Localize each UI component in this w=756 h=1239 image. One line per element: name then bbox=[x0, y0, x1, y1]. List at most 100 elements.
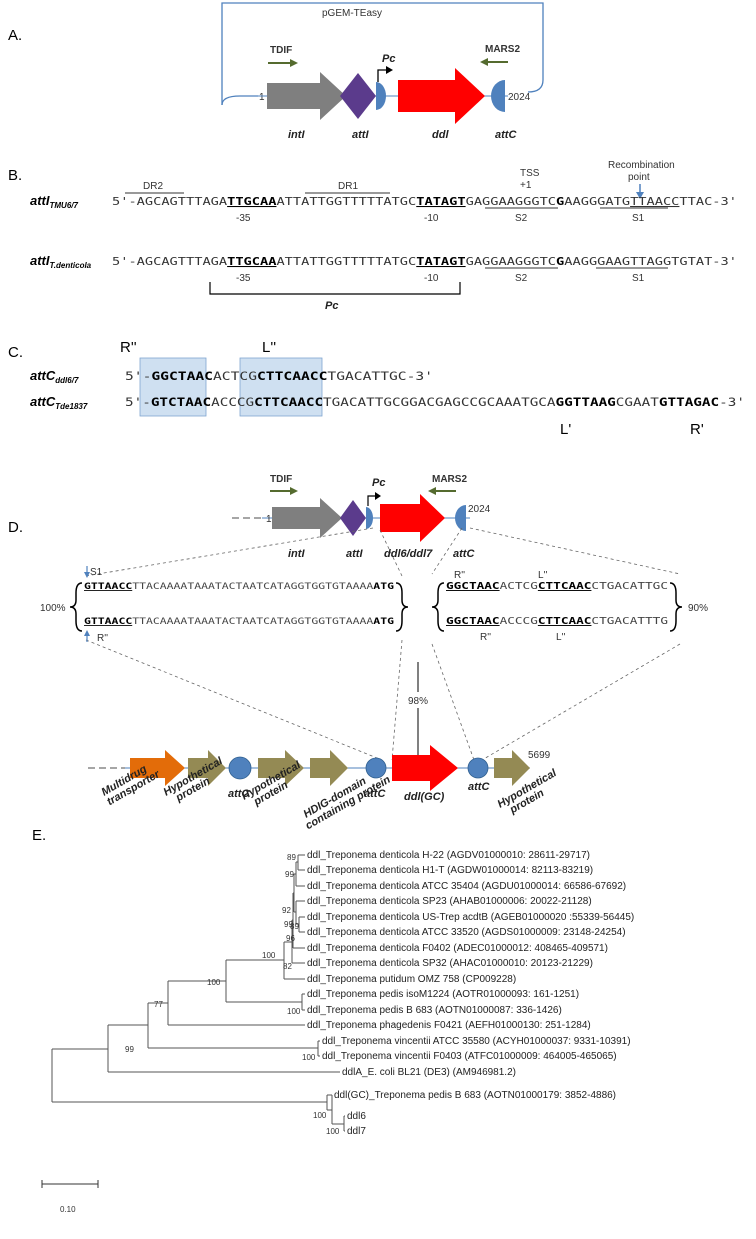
s2-label-2: S2 bbox=[515, 273, 528, 284]
vector-name: pGEM-TEasy bbox=[322, 8, 382, 19]
plus1-label: +1 bbox=[520, 180, 532, 191]
d-left-open-brace bbox=[69, 582, 83, 632]
ddl-gene-arrow bbox=[398, 68, 485, 124]
taxon-6: ddl_Treponema denticola ATCC 33520 (AGDS… bbox=[307, 927, 626, 938]
primer-tdif-label: TDIF bbox=[270, 45, 292, 56]
l2-label: L'' bbox=[262, 339, 276, 356]
hypothetical-protein-arrow-1 bbox=[188, 750, 226, 786]
bootstrap-6: 96 bbox=[286, 934, 295, 943]
s1-label-1: S1 bbox=[632, 213, 645, 224]
taxon-8: ddl_Treponema denticola SP32 (AHAC010000… bbox=[307, 958, 593, 969]
intI-gene-arrow bbox=[267, 72, 346, 120]
taxon-7: ddl_Treponema denticola F0402 (ADEC01000… bbox=[307, 943, 608, 954]
taxon-12: ddl_Treponema phagedenis F0421 (AEFH0100… bbox=[307, 1020, 591, 1031]
taxon-9: ddl_Treponema putidum OMZ 758 (CP009228) bbox=[307, 974, 516, 985]
attC-circle-2 bbox=[365, 757, 387, 779]
taxon-15: ddlA_E. coli BL21 (DE3) (AM946981.2) bbox=[342, 1067, 516, 1078]
d-ddl6-ddl7-arrow bbox=[380, 494, 445, 542]
label-attC-1: attC bbox=[228, 788, 250, 800]
d-intI-arrow bbox=[272, 498, 342, 538]
panel-a-label: A. bbox=[8, 27, 22, 44]
d-gene-attC: attC bbox=[453, 548, 475, 560]
bootstrap-7: 100 bbox=[262, 951, 276, 960]
primer-tdif-arrow bbox=[268, 59, 298, 67]
pc-bracket-label: Pc bbox=[325, 300, 338, 312]
d-primer-tdif-label: TDIF bbox=[270, 474, 292, 485]
recombination-arrow bbox=[636, 184, 644, 199]
d-r2-arrow bbox=[84, 630, 90, 642]
ddl-gc-arrow bbox=[392, 745, 458, 791]
seq2-name: attIT.denticola bbox=[30, 253, 92, 270]
d-pos-start: 1 bbox=[266, 514, 272, 525]
pos-end-label: 2024 bbox=[508, 92, 531, 103]
bootstrap-3: 92 bbox=[282, 906, 291, 915]
attC-circle-1 bbox=[228, 756, 252, 780]
d-left-r2-label: R'' bbox=[97, 633, 108, 644]
panel-d-label: D. bbox=[8, 519, 23, 536]
taxon-1: ddl_Treponema denticola H-22 (AGDV010000… bbox=[307, 850, 590, 861]
d-promoter-arrow bbox=[367, 492, 381, 506]
d-pct-mid: 98% bbox=[408, 696, 428, 707]
d-attC-half-circle bbox=[455, 505, 466, 531]
panel-c-label: C. bbox=[8, 344, 23, 361]
hypothetical-protein-arrow-2 bbox=[258, 750, 304, 786]
taxon-13: ddl_Treponema vincentii ATCC 35580 (ACYH… bbox=[322, 1036, 631, 1047]
bootstrap-1: 89 bbox=[287, 853, 296, 862]
taxon-16: ddl(GC)_Treponema pedis B 683 (AOTN01000… bbox=[334, 1090, 616, 1101]
s1-label-2: S1 bbox=[632, 273, 645, 284]
m35-label-2: -35 bbox=[236, 273, 251, 284]
taxon-17: ddl6 bbox=[347, 1111, 366, 1122]
bootstrap-13: 100 bbox=[302, 1053, 316, 1062]
pos-start-label: 1 bbox=[259, 92, 265, 103]
label-ddl-gc: ddl(GC) bbox=[404, 791, 445, 803]
d-attI-diamond bbox=[340, 500, 366, 536]
bootstrap-11: 77 bbox=[154, 1000, 163, 1009]
l1-label: L' bbox=[560, 421, 571, 438]
d-gene-ddl6-ddl7: ddl6/ddl7 bbox=[384, 548, 433, 560]
panel-e-label: E. bbox=[32, 827, 46, 844]
primer-mars2-label: MARS2 bbox=[485, 44, 520, 55]
promoter-pc-label: Pc bbox=[382, 53, 395, 65]
recombination-label-2: point bbox=[628, 172, 650, 183]
d-right-open-brace bbox=[431, 582, 445, 632]
taxon-14: ddl_Treponema vincentii F0403 (ATFC01000… bbox=[322, 1051, 617, 1062]
d-right-l2-top: L'' bbox=[538, 570, 547, 581]
d-primer-mars2-label: MARS2 bbox=[432, 474, 467, 485]
taxon-5: ddl_Treponema denticola US-Trep acdtB (A… bbox=[307, 912, 634, 923]
phylo-tree-branches bbox=[51, 854, 345, 1132]
multidrug-transporter-arrow bbox=[130, 750, 185, 786]
attI-site-diamond bbox=[340, 73, 376, 119]
d-left-close-brace bbox=[395, 582, 409, 632]
l2-highlight-box bbox=[239, 357, 323, 417]
bootstrap-15: 100 bbox=[326, 1127, 340, 1136]
s2-label-1: S2 bbox=[515, 213, 528, 224]
d-right-r2-top: R'' bbox=[454, 570, 465, 581]
panel-b-label: B. bbox=[8, 167, 22, 184]
seq1-name: attITMU6/7 bbox=[30, 193, 79, 210]
d-gene-intI: intI bbox=[288, 548, 305, 560]
d-s1-arrow bbox=[84, 566, 90, 578]
taxon-3: ddl_Treponema denticola ATCC 35404 (AGDU… bbox=[307, 881, 626, 892]
gene-attC-label: attC bbox=[495, 129, 517, 141]
hypothetical-protein-arrow-3 bbox=[494, 750, 530, 786]
recombination-label-1: Recombination bbox=[608, 160, 675, 171]
bootstrap-8: 82 bbox=[283, 962, 292, 971]
vector-left-join bbox=[221, 95, 258, 106]
d-pc-label: Pc bbox=[372, 477, 385, 489]
pc-bracket bbox=[209, 282, 461, 295]
dr2-label: DR2 bbox=[143, 181, 163, 192]
label-attC-3: attC bbox=[468, 781, 490, 793]
m10-label-1: -10 bbox=[424, 213, 439, 224]
taxon-10: ddl_Treponema pedis isoM1224 (AOTR010000… bbox=[307, 989, 579, 1000]
m35-label-1: -35 bbox=[236, 213, 251, 224]
scale-bar-label: 0.10 bbox=[60, 1205, 76, 1214]
d-bottom-end-pos: 5699 bbox=[528, 750, 551, 761]
attC-ddl-name: attCddl6/7 bbox=[30, 368, 79, 385]
